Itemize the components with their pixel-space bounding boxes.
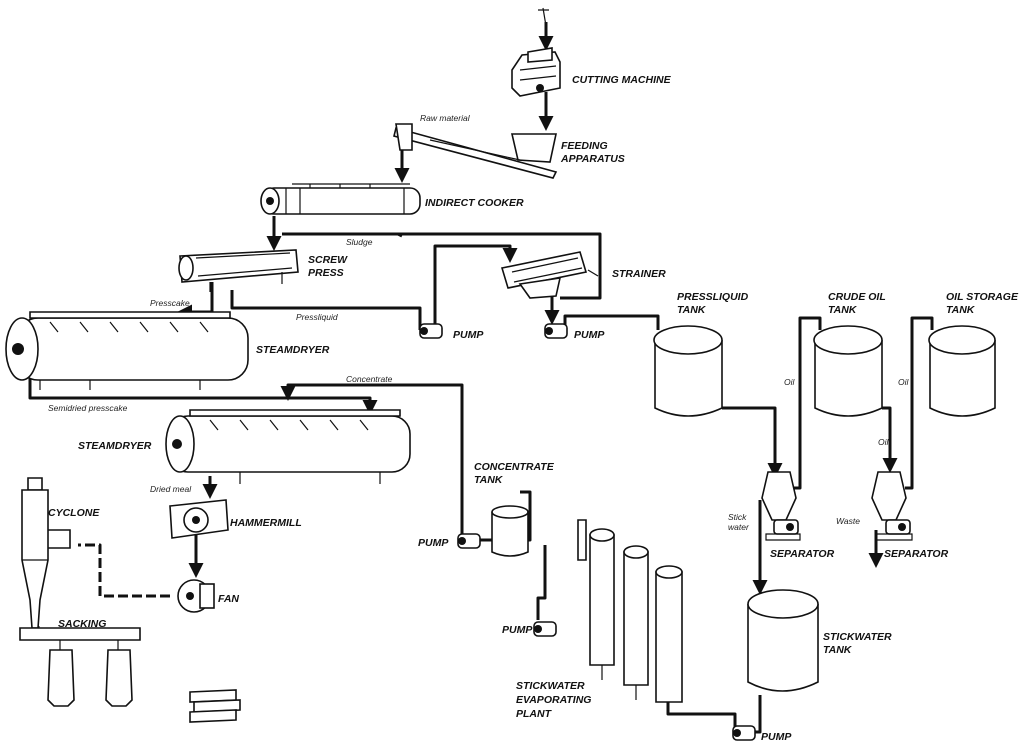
label-cyclone: CYCLONE bbox=[48, 507, 99, 519]
steamdryer-2 bbox=[166, 410, 410, 484]
label-oil-storage-tank-2: TANK bbox=[946, 304, 974, 316]
cutting-machine bbox=[512, 48, 560, 96]
label-steamdryer-2: STEAMDRYER bbox=[78, 440, 151, 452]
label-cutting-machine: CUTTING MACHINE bbox=[572, 74, 671, 86]
label-waste: Waste bbox=[836, 516, 860, 526]
label-raw-material: Raw material bbox=[420, 113, 470, 123]
label-pump-3: PUMP bbox=[418, 537, 448, 549]
label-evaporating-1: STICKWATER bbox=[516, 680, 585, 692]
label-fan: FAN bbox=[218, 593, 239, 605]
concentrate-tank bbox=[492, 506, 528, 556]
strainer bbox=[502, 252, 598, 298]
label-oil-1: Oil bbox=[784, 377, 794, 387]
label-stickwater-tank-1: STICKWATER bbox=[823, 631, 892, 643]
label-pump-1: PUMP bbox=[453, 329, 483, 341]
label-stick-water-1: Stick bbox=[728, 512, 746, 522]
pump-5 bbox=[733, 726, 755, 740]
label-separator-2: SEPARATOR bbox=[884, 548, 948, 560]
separator-2 bbox=[872, 472, 912, 540]
label-feeding-apparatus-1: FEEDING bbox=[561, 140, 608, 152]
label-separator-1: SEPARATOR bbox=[770, 548, 834, 560]
label-pump-2: PUMP bbox=[574, 329, 604, 341]
label-concentrate-tank-2: TANK bbox=[474, 474, 502, 486]
pump-4 bbox=[534, 622, 556, 636]
label-presscake: Presscake bbox=[150, 298, 190, 308]
label-semidried-presscake: Semidried presscake bbox=[48, 403, 127, 413]
pressliquid-tank bbox=[654, 326, 722, 416]
label-sacking: SACKING bbox=[58, 618, 106, 630]
sacks-pile bbox=[190, 690, 240, 722]
label-indirect-cooker: INDIRECT COOKER bbox=[425, 197, 524, 209]
indirect-cooker bbox=[261, 184, 420, 214]
label-screw-press-2: PRESS bbox=[308, 267, 344, 279]
label-concentrate: Concentrate bbox=[346, 374, 392, 384]
label-pressliquid-tank-2: TANK bbox=[677, 304, 705, 316]
pump-2 bbox=[545, 324, 567, 338]
label-pressliquid-tank-1: PRESSLIQUID bbox=[677, 291, 748, 303]
separator-1 bbox=[762, 472, 800, 540]
label-oil-3: Oil bbox=[878, 437, 888, 447]
label-evaporating-3: PLANT bbox=[516, 708, 551, 720]
pump-1 bbox=[420, 324, 442, 338]
feeding-apparatus bbox=[394, 124, 556, 178]
label-stick-water-2: water bbox=[728, 522, 749, 532]
label-pump-4: PUMP bbox=[502, 624, 532, 636]
cyclone bbox=[22, 478, 70, 628]
label-crude-oil-tank-1: CRUDE OIL bbox=[828, 291, 886, 303]
crude-oil-tank bbox=[814, 326, 882, 416]
label-oil-storage-tank-1: OIL STORAGE bbox=[946, 291, 1018, 303]
label-sludge: Sludge bbox=[346, 237, 372, 247]
label-feeding-apparatus-2: APPARATUS bbox=[561, 153, 625, 165]
label-evaporating-2: EVAPORATING bbox=[516, 694, 591, 706]
pump-3 bbox=[458, 534, 480, 548]
stickwater-tank bbox=[748, 590, 818, 691]
label-crude-oil-tank-2: TANK bbox=[828, 304, 856, 316]
label-screw-press-1: SCREW bbox=[308, 254, 347, 266]
label-steamdryer-1: STEAMDRYER bbox=[256, 344, 329, 356]
stickwater-evaporating-plant bbox=[578, 520, 682, 702]
label-pressliquid: Pressliquid bbox=[296, 312, 338, 322]
label-concentrate-tank-1: CONCENTRATE bbox=[474, 461, 554, 473]
fan bbox=[178, 580, 214, 612]
label-oil-2: Oil bbox=[898, 377, 908, 387]
label-hammermill: HAMMERMILL bbox=[230, 517, 302, 529]
label-stickwater-tank-2: TANK bbox=[823, 644, 851, 656]
oil-storage-tank bbox=[929, 326, 995, 416]
label-dried-meal: Dried meal bbox=[150, 484, 191, 494]
label-strainer: STRAINER bbox=[612, 268, 666, 280]
steamdryer-1 bbox=[6, 312, 248, 390]
screw-press bbox=[179, 250, 298, 292]
label-pump-5: PUMP bbox=[761, 731, 791, 743]
sacking bbox=[20, 628, 140, 706]
hammermill bbox=[170, 500, 228, 538]
